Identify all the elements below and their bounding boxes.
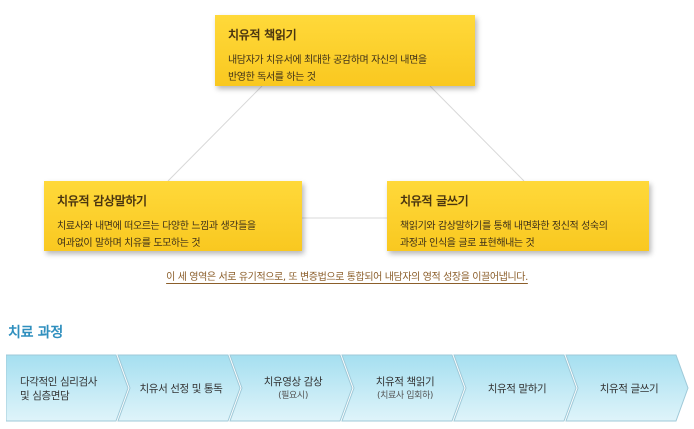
process-section-title: 치료 과정 (8, 325, 63, 341)
node-reading-title: 치유적 책읽기 (228, 28, 297, 42)
node-reading-desc: 내담자가 치유서에 최대한 공감하며 자신의 내면을 반영한 독서를 하는 것 (228, 52, 463, 86)
node-writing-desc-line: 과정과 인식을 글로 표현해내는 것 (400, 238, 535, 249)
node-speaking-desc-line: 여과없이 말하며 치유를 도모하는 것 (57, 238, 201, 249)
node-reading-desc-line: 반영한 독서를 하는 것 (228, 72, 316, 83)
node-speaking-title: 치유적 감상말하기 (57, 194, 147, 208)
node-writing-desc: 책읽기와 감상말하기를 통해 내면화한 정신적 성숙의 과정과 인식을 글로 표… (400, 218, 637, 252)
node-speaking: 치유적 감상말하기 치료사와 내면에 떠오르는 다양한 느낌과 생각들을 여과없… (44, 181, 302, 251)
integration-note: 이 세 영역은 서로 유기적으로, 또 변증법으로 통합되어 내담자의 영적 성… (0, 268, 694, 283)
node-speaking-desc: 치료사와 내면에 떠오르는 다양한 느낌과 생각들을 여과없이 말하며 치유를 … (57, 218, 290, 252)
process-step-chevron (565, 354, 689, 422)
node-reading-desc-line: 내담자가 치유서에 최대한 공감하며 자신의 내면을 (228, 55, 427, 66)
process-step-sublabel: (치료사 입회하) (377, 389, 433, 401)
process-step-chevron (229, 354, 353, 422)
node-writing: 치유적 글쓰기 책읽기와 감상말하기를 통해 내면화한 정신적 성숙의 과정과 … (387, 181, 649, 251)
process-step-label: 치유적 책읽기 (376, 375, 435, 388)
process-step-label: 및 심층면담 (20, 390, 70, 402)
node-reading: 치유적 책읽기 내담자가 치유서에 최대한 공감하며 자신의 내면을 반영한 독… (215, 15, 475, 86)
process-step-label: 치유적 글쓰기 (600, 383, 659, 395)
connector-top-right (429, 85, 525, 182)
integration-note-text: 이 세 영역은 서로 유기적으로, 또 변증법으로 통합되어 내담자의 영적 성… (166, 272, 528, 283)
process-step-chevron (6, 354, 129, 422)
process-step-label: 치유영상 감상 (264, 376, 323, 388)
connector-top-left (167, 85, 263, 182)
node-writing-desc-line: 책읽기와 감상말하기를 통해 내면화한 정신적 성숙의 (400, 221, 608, 232)
process-step-chevron (453, 354, 577, 422)
process-step-label: 다각적인 심리검사 (20, 376, 98, 388)
node-writing-title: 치유적 글쓰기 (400, 194, 469, 208)
node-speaking-desc-line: 치료사와 내면에 떠오르는 다양한 느낌과 생각들을 (57, 221, 256, 232)
process-step-label: 치유서 선정 및 통독 (140, 383, 224, 395)
process-step-label: 치유적 말하기 (488, 382, 547, 395)
process-step-sublabel: (필요시) (278, 389, 308, 401)
process-step-chevron (341, 354, 465, 422)
process-step-chevron (117, 354, 241, 422)
